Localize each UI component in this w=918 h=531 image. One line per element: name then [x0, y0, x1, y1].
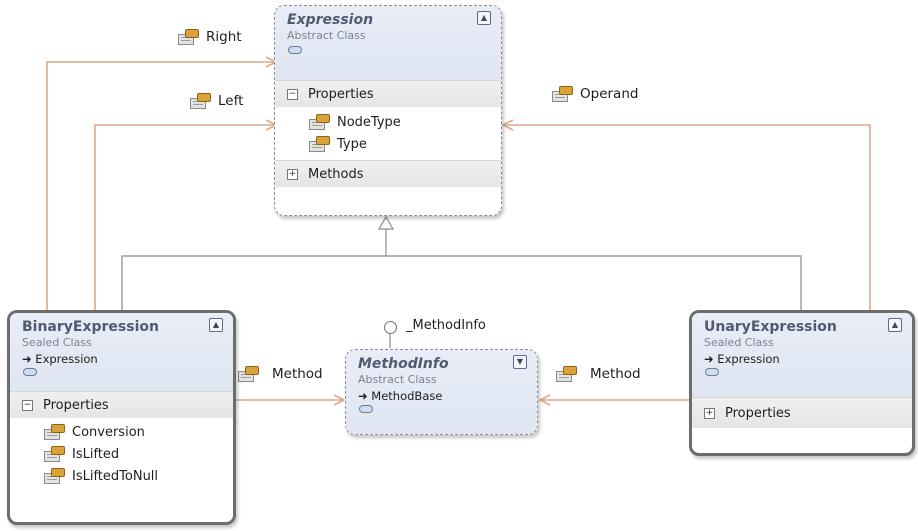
class-expression-body: − Properties NodeType Type + Methods — [275, 80, 501, 187]
class-binary-body: − Properties Conversion IsLifted IsLifte… — [10, 391, 233, 487]
compartment-properties[interactable]: + Properties — [692, 397, 912, 428]
class-methodinfo-header: MethodInfo Abstract Class ➜ MethodBase ▼ — [346, 350, 537, 434]
compartment-properties[interactable]: − Properties — [275, 80, 501, 107]
base-class-name: Expression — [717, 352, 780, 366]
class-unary-header: UnaryExpression Sealed Class ➜ Expressio… — [692, 313, 912, 397]
plus-icon[interactable]: + — [287, 168, 298, 180]
interface-name: _MethodInfo — [406, 318, 486, 333]
inheritance-line-unary — [386, 255, 802, 312]
class-binary-base: ➜ Expression — [22, 352, 98, 366]
member-nodetype[interactable]: NodeType — [275, 111, 501, 133]
member-name: NodeType — [337, 114, 401, 130]
association-label-method-unary[interactable]: Method — [556, 366, 641, 382]
property-icon — [178, 29, 199, 45]
collapse-icon[interactable]: ▲ — [888, 318, 902, 332]
association-label-method-binary[interactable]: Method — [238, 366, 323, 382]
compartment-properties-label: Properties — [43, 397, 109, 413]
minus-icon[interactable]: − — [22, 399, 33, 411]
member-type[interactable]: Type — [275, 133, 501, 155]
method-unary-arrowhead — [538, 394, 551, 406]
collapse-icon[interactable]: ▲ — [209, 318, 223, 332]
compartment-properties-label: Properties — [725, 405, 791, 421]
member-name: IsLiftedToNull — [72, 468, 159, 484]
method-binary-arrowhead — [333, 394, 346, 406]
property-icon — [309, 114, 330, 130]
property-icon — [44, 468, 65, 484]
association-operand-line — [503, 124, 871, 312]
compartment-methods[interactable]: + Methods — [275, 160, 501, 187]
minus-icon[interactable]: − — [287, 88, 298, 100]
association-label-right[interactable]: Right — [178, 29, 242, 45]
association-method-unary-text: Method — [590, 366, 641, 382]
property-icon — [44, 424, 65, 440]
member-name: IsLifted — [72, 446, 120, 462]
inheritance-triangle — [377, 215, 395, 230]
property-icon — [238, 366, 259, 382]
member-isliftedtonull[interactable]: IsLiftedToNull — [10, 465, 233, 487]
compartment-properties-label: Properties — [308, 86, 374, 102]
class-shape-icon — [705, 368, 719, 376]
association-method-binary-text: Method — [272, 366, 323, 382]
class-expression[interactable]: Expression Abstract Class ▲ − Properties… — [274, 5, 502, 216]
class-binary-name: BinaryExpression — [22, 319, 159, 335]
class-shape-icon — [23, 368, 37, 376]
property-icon — [309, 136, 330, 152]
property-icon — [44, 446, 65, 462]
compartment-methods-label: Methods — [308, 166, 364, 182]
property-icon — [190, 93, 211, 109]
class-binaryexpression[interactable]: BinaryExpression Sealed Class ➜ Expressi… — [7, 310, 236, 525]
plus-icon[interactable]: + — [704, 407, 715, 419]
member-name: Type — [337, 136, 367, 152]
class-unary-name: UnaryExpression — [704, 319, 837, 335]
operand-arrowhead — [501, 119, 514, 131]
base-class-name: MethodBase — [371, 389, 443, 403]
base-class-name: Expression — [35, 352, 98, 366]
association-right-text: Right — [206, 29, 242, 45]
property-icon — [556, 366, 577, 382]
class-expression-name: Expression — [287, 12, 374, 28]
association-left-text: Left — [218, 93, 244, 109]
association-operand-text: Operand — [580, 86, 639, 102]
class-methodinfo[interactable]: MethodInfo Abstract Class ➜ MethodBase ▼ — [345, 349, 538, 435]
class-binary-header: BinaryExpression Sealed Class ➜ Expressi… — [10, 313, 233, 391]
class-unary-kind: Sealed Class — [704, 336, 774, 349]
interface-label: _MethodInfo — [406, 318, 486, 333]
class-expression-kind: Abstract Class — [287, 29, 366, 42]
collapse-icon[interactable]: ▲ — [477, 11, 491, 25]
class-expression-header: Expression Abstract Class ▲ — [275, 6, 501, 80]
class-shape-icon — [288, 46, 302, 54]
member-islifted[interactable]: IsLifted — [10, 443, 233, 465]
property-icon — [552, 86, 573, 102]
class-shape-icon — [359, 405, 373, 413]
member-name: Conversion — [72, 424, 145, 440]
compartment-properties[interactable]: − Properties — [10, 391, 233, 418]
class-methodinfo-name: MethodInfo — [358, 356, 449, 372]
class-unaryexpression[interactable]: UnaryExpression Sealed Class ➜ Expressio… — [689, 310, 915, 456]
class-methodinfo-kind: Abstract Class — [358, 373, 437, 386]
class-binary-kind: Sealed Class — [22, 336, 92, 349]
inheritance-line-binary — [121, 255, 386, 312]
association-right-line — [46, 61, 276, 312]
interface-lollipop-icon — [384, 321, 397, 334]
member-conversion[interactable]: Conversion — [10, 421, 233, 443]
class-unary-body: + Properties — [692, 397, 912, 428]
class-methodinfo-base: ➜ MethodBase — [358, 389, 443, 403]
expand-icon[interactable]: ▼ — [513, 355, 527, 369]
class-unary-base: ➜ Expression — [704, 352, 780, 366]
association-label-left[interactable]: Left — [190, 93, 243, 109]
association-left-line — [94, 124, 276, 312]
association-label-operand[interactable]: Operand — [552, 86, 638, 102]
